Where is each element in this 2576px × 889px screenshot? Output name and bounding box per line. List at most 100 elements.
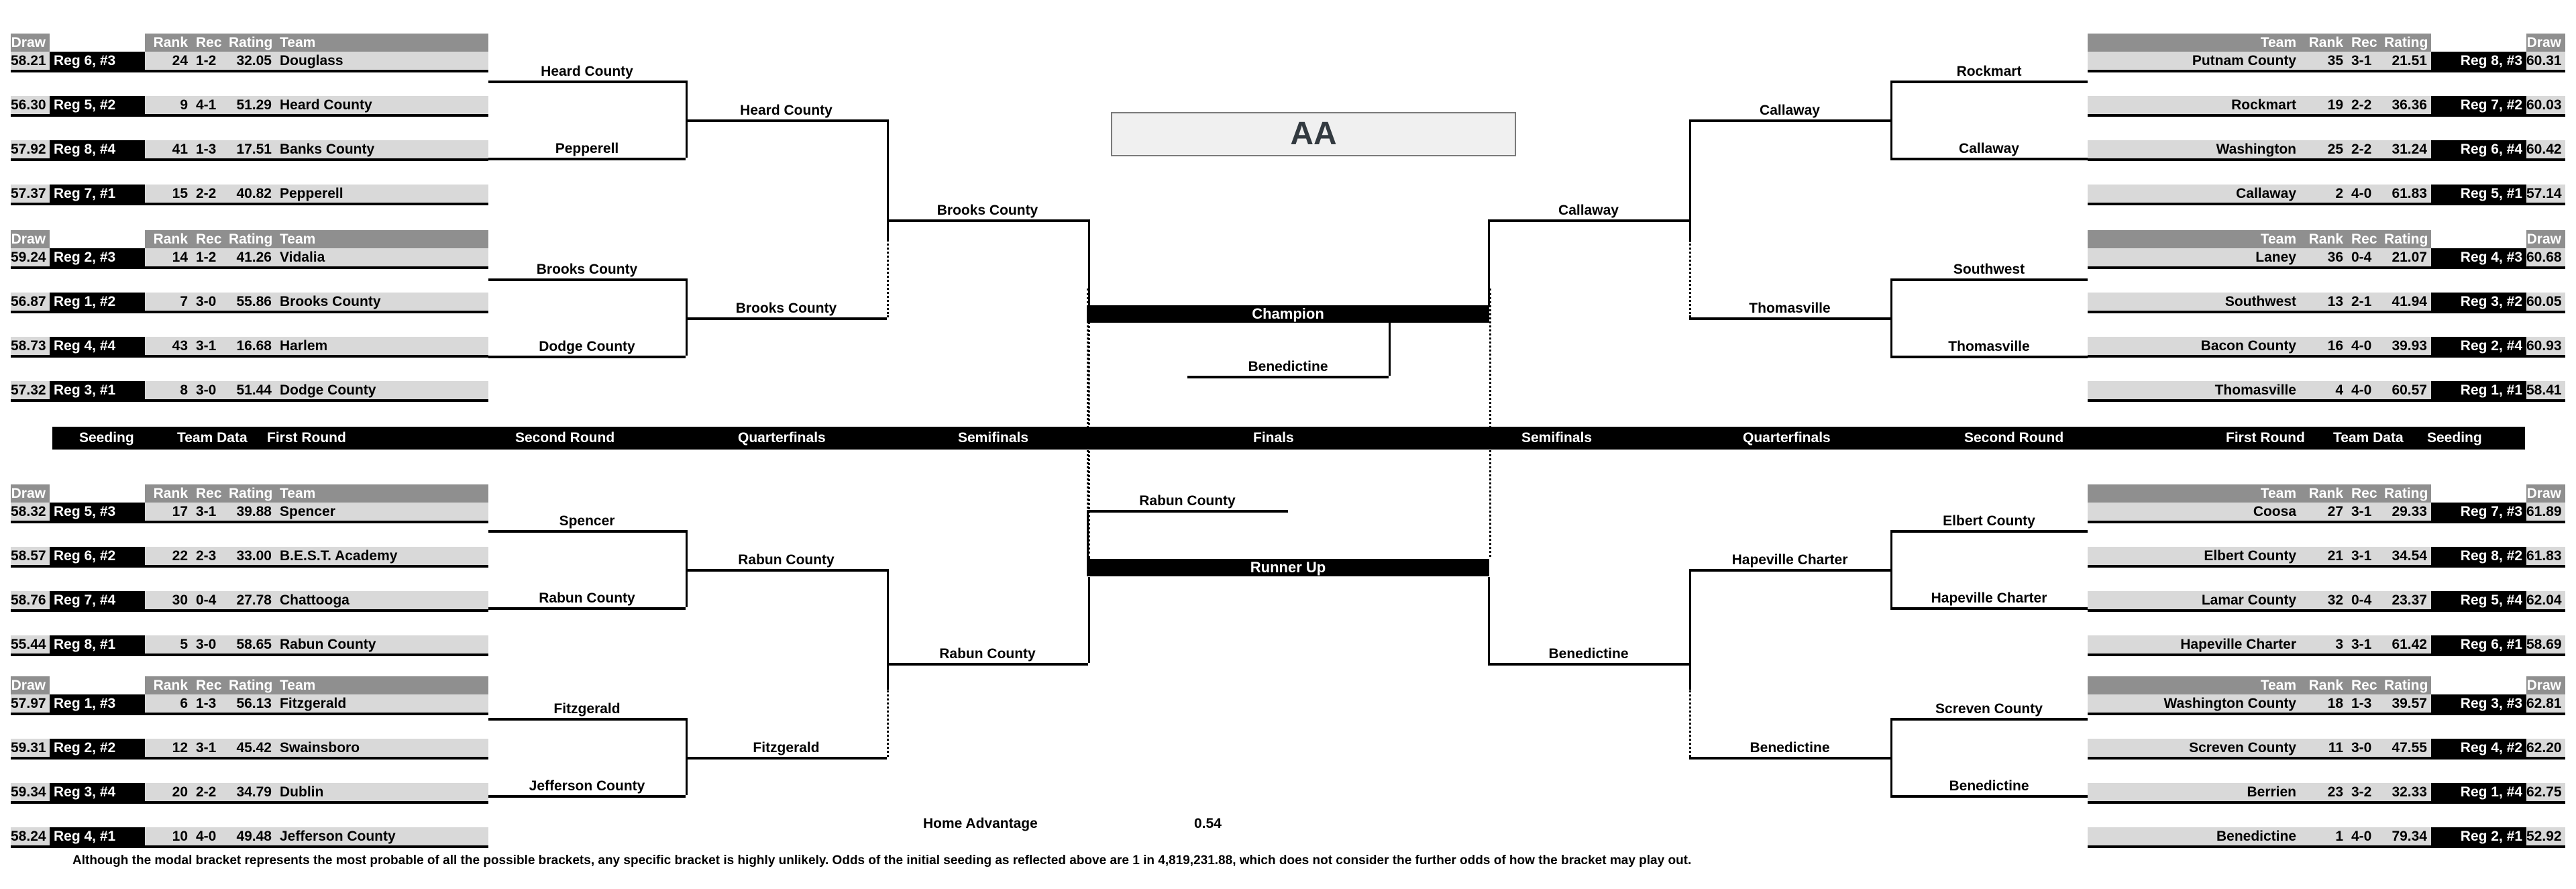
bracket-label-r2-left-3: Fitzgerald [753, 740, 820, 755]
cell-rec: 3-1 [2347, 52, 2384, 70]
bracket-join-right-2d [1890, 278, 1892, 356]
bracket-label-r1-right-1: Callaway [1959, 141, 2019, 156]
cell-draw: 52.92 [2526, 827, 2565, 845]
cell-draw: 57.92 [11, 140, 50, 158]
cell-team: Lamar County [2088, 591, 2300, 609]
cell-draw: 62.20 [2526, 739, 2565, 757]
bracket-line-r2-right-2 [1689, 569, 1890, 572]
cell-rec: 2-2 [192, 783, 229, 801]
bracket-label-r1-right-0: Rockmart [1956, 64, 2022, 79]
column-header-seed [2431, 676, 2526, 694]
column-header-seed [50, 676, 145, 694]
cell-rank: 7 [145, 293, 192, 311]
bracket-label-finals-left-0: Benedictine [1248, 359, 1328, 374]
column-header-seed [50, 230, 145, 248]
cell-rank: 17 [145, 503, 192, 521]
cell-rank: 20 [145, 783, 192, 801]
bracket-label-r1-left-2: Brooks County [536, 262, 638, 277]
bracket-join-right-r2-2d [1689, 569, 1691, 757]
cell-draw: 60.68 [2526, 248, 2565, 266]
cell-rating: 39.57 [2384, 694, 2431, 713]
cell-rating: 41.26 [229, 248, 276, 266]
cell-rec: 3-1 [2347, 635, 2384, 653]
bracket-join-right-r3-1 [1488, 219, 1490, 305]
cell-rank: 25 [2300, 140, 2347, 158]
cell-seed: Reg 5, #1 [2431, 185, 2526, 203]
column-header-rec: Rec [192, 484, 229, 503]
bracket-label-r1-left-5: Rabun County [539, 590, 635, 606]
cell-seed: Reg 1, #2 [50, 293, 145, 311]
bracket-line-r1-left-0 [488, 81, 686, 83]
bracket-label-r1-right-6: Screven County [1935, 701, 2043, 717]
cell-draw: 60.42 [2526, 140, 2565, 158]
cell-draw: 58.73 [11, 337, 50, 355]
cell-rec: 3-0 [2347, 739, 2384, 757]
bracket-label-r1-right-2: Southwest [1953, 262, 2025, 277]
bracket-line-r1-left-6 [488, 718, 686, 721]
home-advantage-label: Home Advantage [923, 816, 1038, 831]
cell-rating: 41.94 [2384, 293, 2431, 311]
cell-draw: 60.93 [2526, 337, 2565, 355]
bracket-label-r1-left-4: Spencer [559, 513, 615, 529]
cell-rating: 56.13 [229, 694, 276, 713]
cell-team: Banks County [276, 140, 488, 158]
cell-draw: 59.24 [11, 248, 50, 266]
column-header-team: Team [276, 676, 488, 694]
cell-rating: 45.42 [229, 739, 276, 757]
column-header-seed [2431, 230, 2526, 248]
cell-seed: Reg 3, #1 [50, 381, 145, 399]
bracket-line-r1-left-4 [488, 530, 686, 533]
bracket-line-r1-left-5 [488, 607, 686, 610]
column-header-rec: Rec [192, 230, 229, 248]
cell-seed: Reg 5, #4 [2431, 591, 2526, 609]
column-header-draw: Draw [2526, 676, 2565, 694]
cell-seed: Reg 4, #1 [50, 827, 145, 845]
cell-rec: 2-2 [2347, 96, 2384, 114]
round-label-strip: Seeding Team Data First Round Second Rou… [52, 427, 2525, 450]
bracket-line-r1-right-5 [1890, 607, 2088, 610]
cell-rank: 6 [145, 694, 192, 713]
column-header-rating: Rating [229, 676, 276, 694]
cell-seed: Reg 1, #4 [2431, 783, 2526, 801]
cell-team: Thomasville [2088, 381, 2300, 399]
cell-rank: 5 [145, 635, 192, 653]
cell-rank: 27 [2300, 503, 2347, 521]
round-label-second-round-right: Second Round [1964, 430, 2064, 446]
bracket-line-r3-left-1 [887, 663, 1088, 666]
bracket-line-r2-left-0 [686, 119, 887, 122]
cell-rating: 29.33 [2384, 503, 2431, 521]
